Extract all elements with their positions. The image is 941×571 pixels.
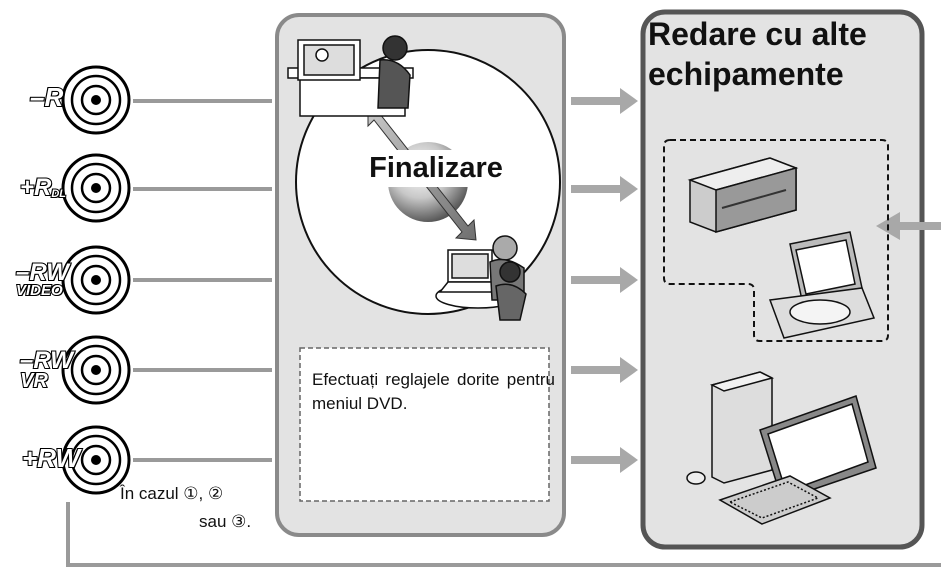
dvd-player-icon xyxy=(687,157,799,233)
disc-icon xyxy=(61,65,131,495)
disc-label-dvd-r: –R xyxy=(29,82,64,112)
player-group-dashed xyxy=(663,139,889,342)
tv-viewer-icon xyxy=(287,35,414,117)
desktop-computer-icon xyxy=(686,371,877,525)
dvd-menu-note-box xyxy=(299,347,550,502)
playback-title: Redare cu alte echipamente xyxy=(648,16,867,92)
dvd-menu-note: Efectuați reglajele dorite pentru meniul… xyxy=(312,370,555,413)
disc-feed-lines xyxy=(133,99,272,462)
disc-label-dvd-plus-rw: +RW xyxy=(21,443,81,473)
disc-label-dvd-plus-r-dl: +RDL xyxy=(19,174,67,201)
finalize-label: Finalizare xyxy=(356,150,516,187)
return-loop-line xyxy=(66,502,941,567)
case-note-line1: În cazul ①, ② xyxy=(120,484,224,503)
case-note-line2: sau ③. xyxy=(199,512,252,531)
portable-dvd-player-icon xyxy=(768,231,876,339)
output-arrows xyxy=(571,88,638,473)
laptop-users-icon xyxy=(435,235,527,321)
incoming-arrow xyxy=(876,212,941,240)
